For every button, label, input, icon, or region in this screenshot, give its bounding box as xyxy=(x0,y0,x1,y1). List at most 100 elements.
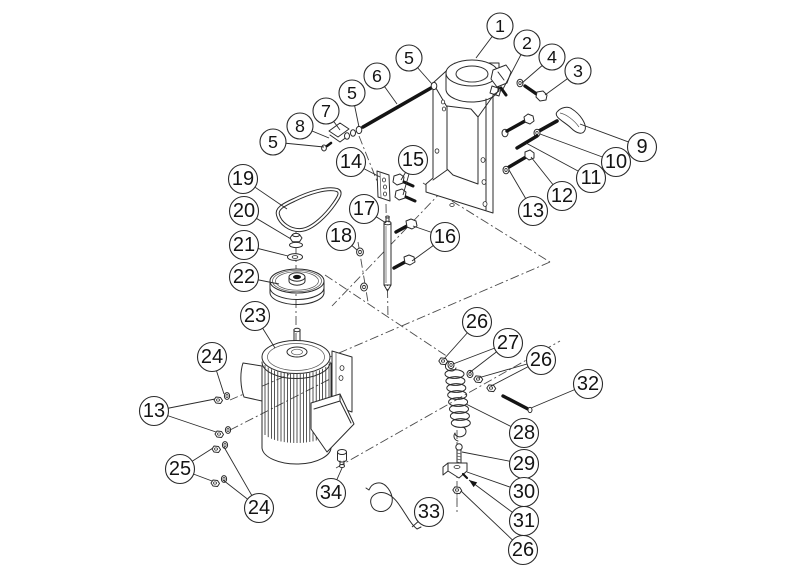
spring-coil xyxy=(444,369,465,379)
callout-circle xyxy=(517,195,549,227)
callout-16: 16 xyxy=(429,221,461,253)
callout-number: 20 xyxy=(233,200,255,222)
callout-22: 22 xyxy=(228,261,260,293)
callout-number: 22 xyxy=(233,266,255,288)
tension-rod-group xyxy=(321,81,438,152)
nut-part xyxy=(210,479,220,487)
callout-34: 34 xyxy=(315,477,347,509)
nut-part xyxy=(486,384,497,393)
bolt-head xyxy=(523,113,535,125)
eye-bolt-part xyxy=(455,443,463,465)
bolt-head xyxy=(392,173,405,186)
callout-circle xyxy=(227,163,259,195)
callout-18: 18 xyxy=(325,220,357,252)
spring-coil xyxy=(446,383,467,393)
callout-number: 11 xyxy=(581,167,602,189)
callout-circle xyxy=(138,395,170,427)
nut-hole xyxy=(216,398,220,402)
callout-28: 28 xyxy=(508,417,540,449)
callout-23: 23 xyxy=(239,300,271,332)
washer-hole xyxy=(223,443,227,447)
callout-circle xyxy=(546,180,578,212)
callout-number: 3 xyxy=(573,61,583,81)
callout-27: 27 xyxy=(492,327,524,359)
callout-number: 31 xyxy=(513,510,535,532)
bolt-shaft xyxy=(523,84,540,97)
callout-circle xyxy=(196,341,228,373)
nut-part xyxy=(486,384,497,393)
spring-coil xyxy=(447,390,468,400)
callout-13: 13 xyxy=(138,395,170,427)
callout-number: 8 xyxy=(295,116,305,136)
spring-bottom-hook xyxy=(453,426,467,442)
callout-number: 15 xyxy=(402,149,424,171)
rod-part xyxy=(361,86,433,129)
callout-number: 17 xyxy=(353,198,375,220)
washer-hole xyxy=(226,428,230,432)
centerline xyxy=(331,165,467,307)
bolt-head xyxy=(403,254,416,266)
callout-13: 13 xyxy=(517,195,549,227)
callout-5: 5 xyxy=(395,44,423,72)
callout-circle xyxy=(461,306,493,338)
centerline xyxy=(357,241,369,303)
nut-part xyxy=(452,486,463,495)
callout-circle xyxy=(348,193,380,225)
callout-circle xyxy=(315,477,347,509)
callout-25: 25 xyxy=(164,453,196,485)
callout-9: 9 xyxy=(626,131,658,163)
power-cord-part xyxy=(365,482,422,530)
callout-circle xyxy=(259,128,287,156)
callout-number: 5 xyxy=(268,132,278,152)
bolt-head xyxy=(405,218,418,230)
callout-26: 26 xyxy=(507,534,539,566)
centerline xyxy=(324,274,449,358)
motor-fasteners-group xyxy=(210,392,232,487)
nut-hole xyxy=(454,488,460,492)
callout-number: 10 xyxy=(605,151,627,173)
callout-circle xyxy=(486,12,514,40)
callout-5: 5 xyxy=(338,79,366,107)
nut-hole xyxy=(488,386,494,390)
callout-19: 19 xyxy=(227,163,259,195)
callout-number: 23 xyxy=(244,305,266,327)
callout-circle xyxy=(335,146,367,178)
callout-circle xyxy=(564,57,592,85)
callout-14: 14 xyxy=(335,146,367,178)
callout-number: 6 xyxy=(372,66,382,86)
callout-circle xyxy=(239,300,271,332)
stud-part xyxy=(515,134,539,150)
callout-circle xyxy=(429,221,461,253)
centerline xyxy=(335,340,561,469)
callout-number: 2 xyxy=(522,33,532,53)
upright-bracket-part xyxy=(425,59,512,214)
nut-part xyxy=(211,445,221,453)
callout-circle xyxy=(575,162,607,194)
callout-number: 7 xyxy=(321,101,331,121)
v-belt-part xyxy=(275,187,342,233)
callout-number: 13 xyxy=(143,400,165,422)
callout-circle xyxy=(413,496,445,528)
drain-plug-part xyxy=(337,449,348,468)
right-bolts-group xyxy=(501,113,539,175)
callout-number: 9 xyxy=(636,136,647,158)
callout-circle xyxy=(395,44,423,72)
callout-circle xyxy=(507,534,539,566)
bolt-head xyxy=(535,90,548,102)
nut-part xyxy=(213,396,223,404)
callout-number: 26 xyxy=(466,311,488,333)
spring-coil xyxy=(448,397,469,407)
callout-26: 26 xyxy=(461,306,493,338)
callout-circle xyxy=(228,261,260,293)
callout-20: 20 xyxy=(228,195,260,227)
callout-circle xyxy=(164,453,196,485)
callout-number: 25 xyxy=(169,458,191,480)
shaft-part xyxy=(383,222,392,286)
callout-4: 4 xyxy=(538,43,566,71)
pin-part xyxy=(499,86,508,97)
screw-part xyxy=(321,144,327,152)
